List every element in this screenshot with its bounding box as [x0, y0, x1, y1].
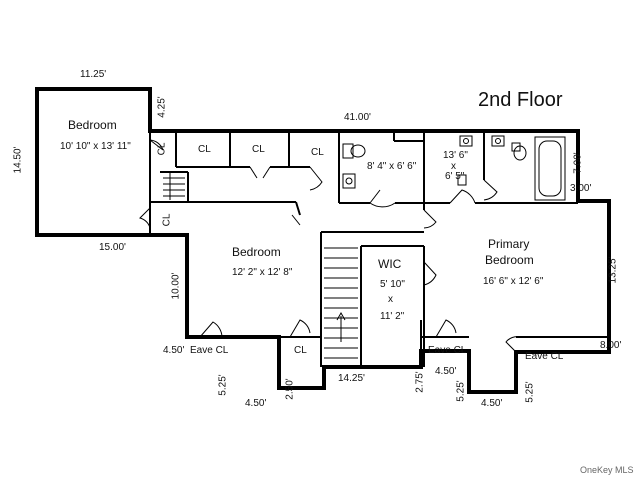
dim-bottom-c-height: 2.75' — [414, 371, 426, 393]
door-swings — [139, 139, 521, 353]
wic-size-line3: 11' 2" — [380, 311, 405, 322]
closet-c-label: CL — [311, 147, 324, 158]
dim-notch-height: 4.25' — [156, 96, 168, 118]
wic-size-line2: x — [388, 294, 393, 305]
bath-fixtures — [342, 135, 566, 201]
closet-b-label: CL — [252, 144, 265, 155]
primary-size: 16' 6" x 12' 6" — [483, 276, 544, 287]
dim-right-top-height: 7.00' — [572, 152, 584, 174]
dim-left-height: 14.50' — [12, 146, 24, 174]
dim-left-down-height: 5.25' — [217, 374, 229, 396]
floor-title: 2nd Floor — [478, 89, 563, 111]
closet-d-label: CL — [156, 142, 168, 156]
dim-bottom-f-width: 4.50' — [481, 398, 503, 409]
wic-size-line1: 5' 10" — [380, 279, 405, 290]
closet-side-label: CL — [161, 213, 173, 227]
dim-left-mid-height: 10.00' — [170, 272, 182, 300]
dim-right-step: 3.00' — [570, 183, 592, 194]
closet-a-label: CL — [198, 144, 211, 155]
wic-name: WIC — [378, 257, 402, 271]
dim-top-left-width: 11.25' — [80, 69, 107, 80]
closet-small-label: CL — [294, 345, 307, 356]
bath2-size-line1: 13' 6" — [443, 150, 468, 161]
dim-ledge-width: 15.00' — [99, 242, 126, 253]
dim-bottom-e-height: 5.25' — [455, 380, 467, 402]
interior-walls — [149, 131, 609, 367]
bedroom2-name: Bedroom — [232, 245, 281, 259]
dim-right-height: 13.25' — [607, 256, 619, 284]
dim-bottom-mid-width: 14.25' — [338, 373, 365, 384]
dim-top-width: 41.00' — [344, 112, 371, 123]
eave-closet-left-label: Eave CL — [190, 345, 229, 356]
dim-bottom-g-height: 5.25' — [524, 381, 536, 403]
primary-name-line1: Primary — [488, 237, 530, 251]
dim-left-bottom-width: 4.50' — [163, 345, 185, 356]
bath2-size-line2: x — [451, 161, 456, 172]
eave-closet-right-label: Eave CL — [525, 351, 564, 362]
bath1-size: 8' 4" x 6' 6" — [367, 161, 417, 172]
primary-name-line2: Bedroom — [485, 253, 534, 267]
dim-bottom-right-width: 8.00' — [600, 340, 622, 351]
eave-closet-mid-label: Eave CL — [428, 345, 467, 356]
dim-bottom-b-height: 2.50' — [284, 378, 296, 400]
watermark: OneKey MLS — [580, 465, 634, 475]
bedroom1-name: Bedroom — [68, 118, 117, 132]
stairs — [163, 172, 358, 359]
bedroom2-size: 12' 2" x 12' 8" — [232, 267, 293, 278]
dim-bottom-d-width: 4.50' — [435, 366, 457, 377]
bedroom1-size: 10' 10" x 13' 11" — [60, 141, 131, 152]
dim-bottom-a-width: 4.50' — [245, 398, 267, 409]
bath2-size-line3: 6' 5" — [445, 171, 465, 182]
